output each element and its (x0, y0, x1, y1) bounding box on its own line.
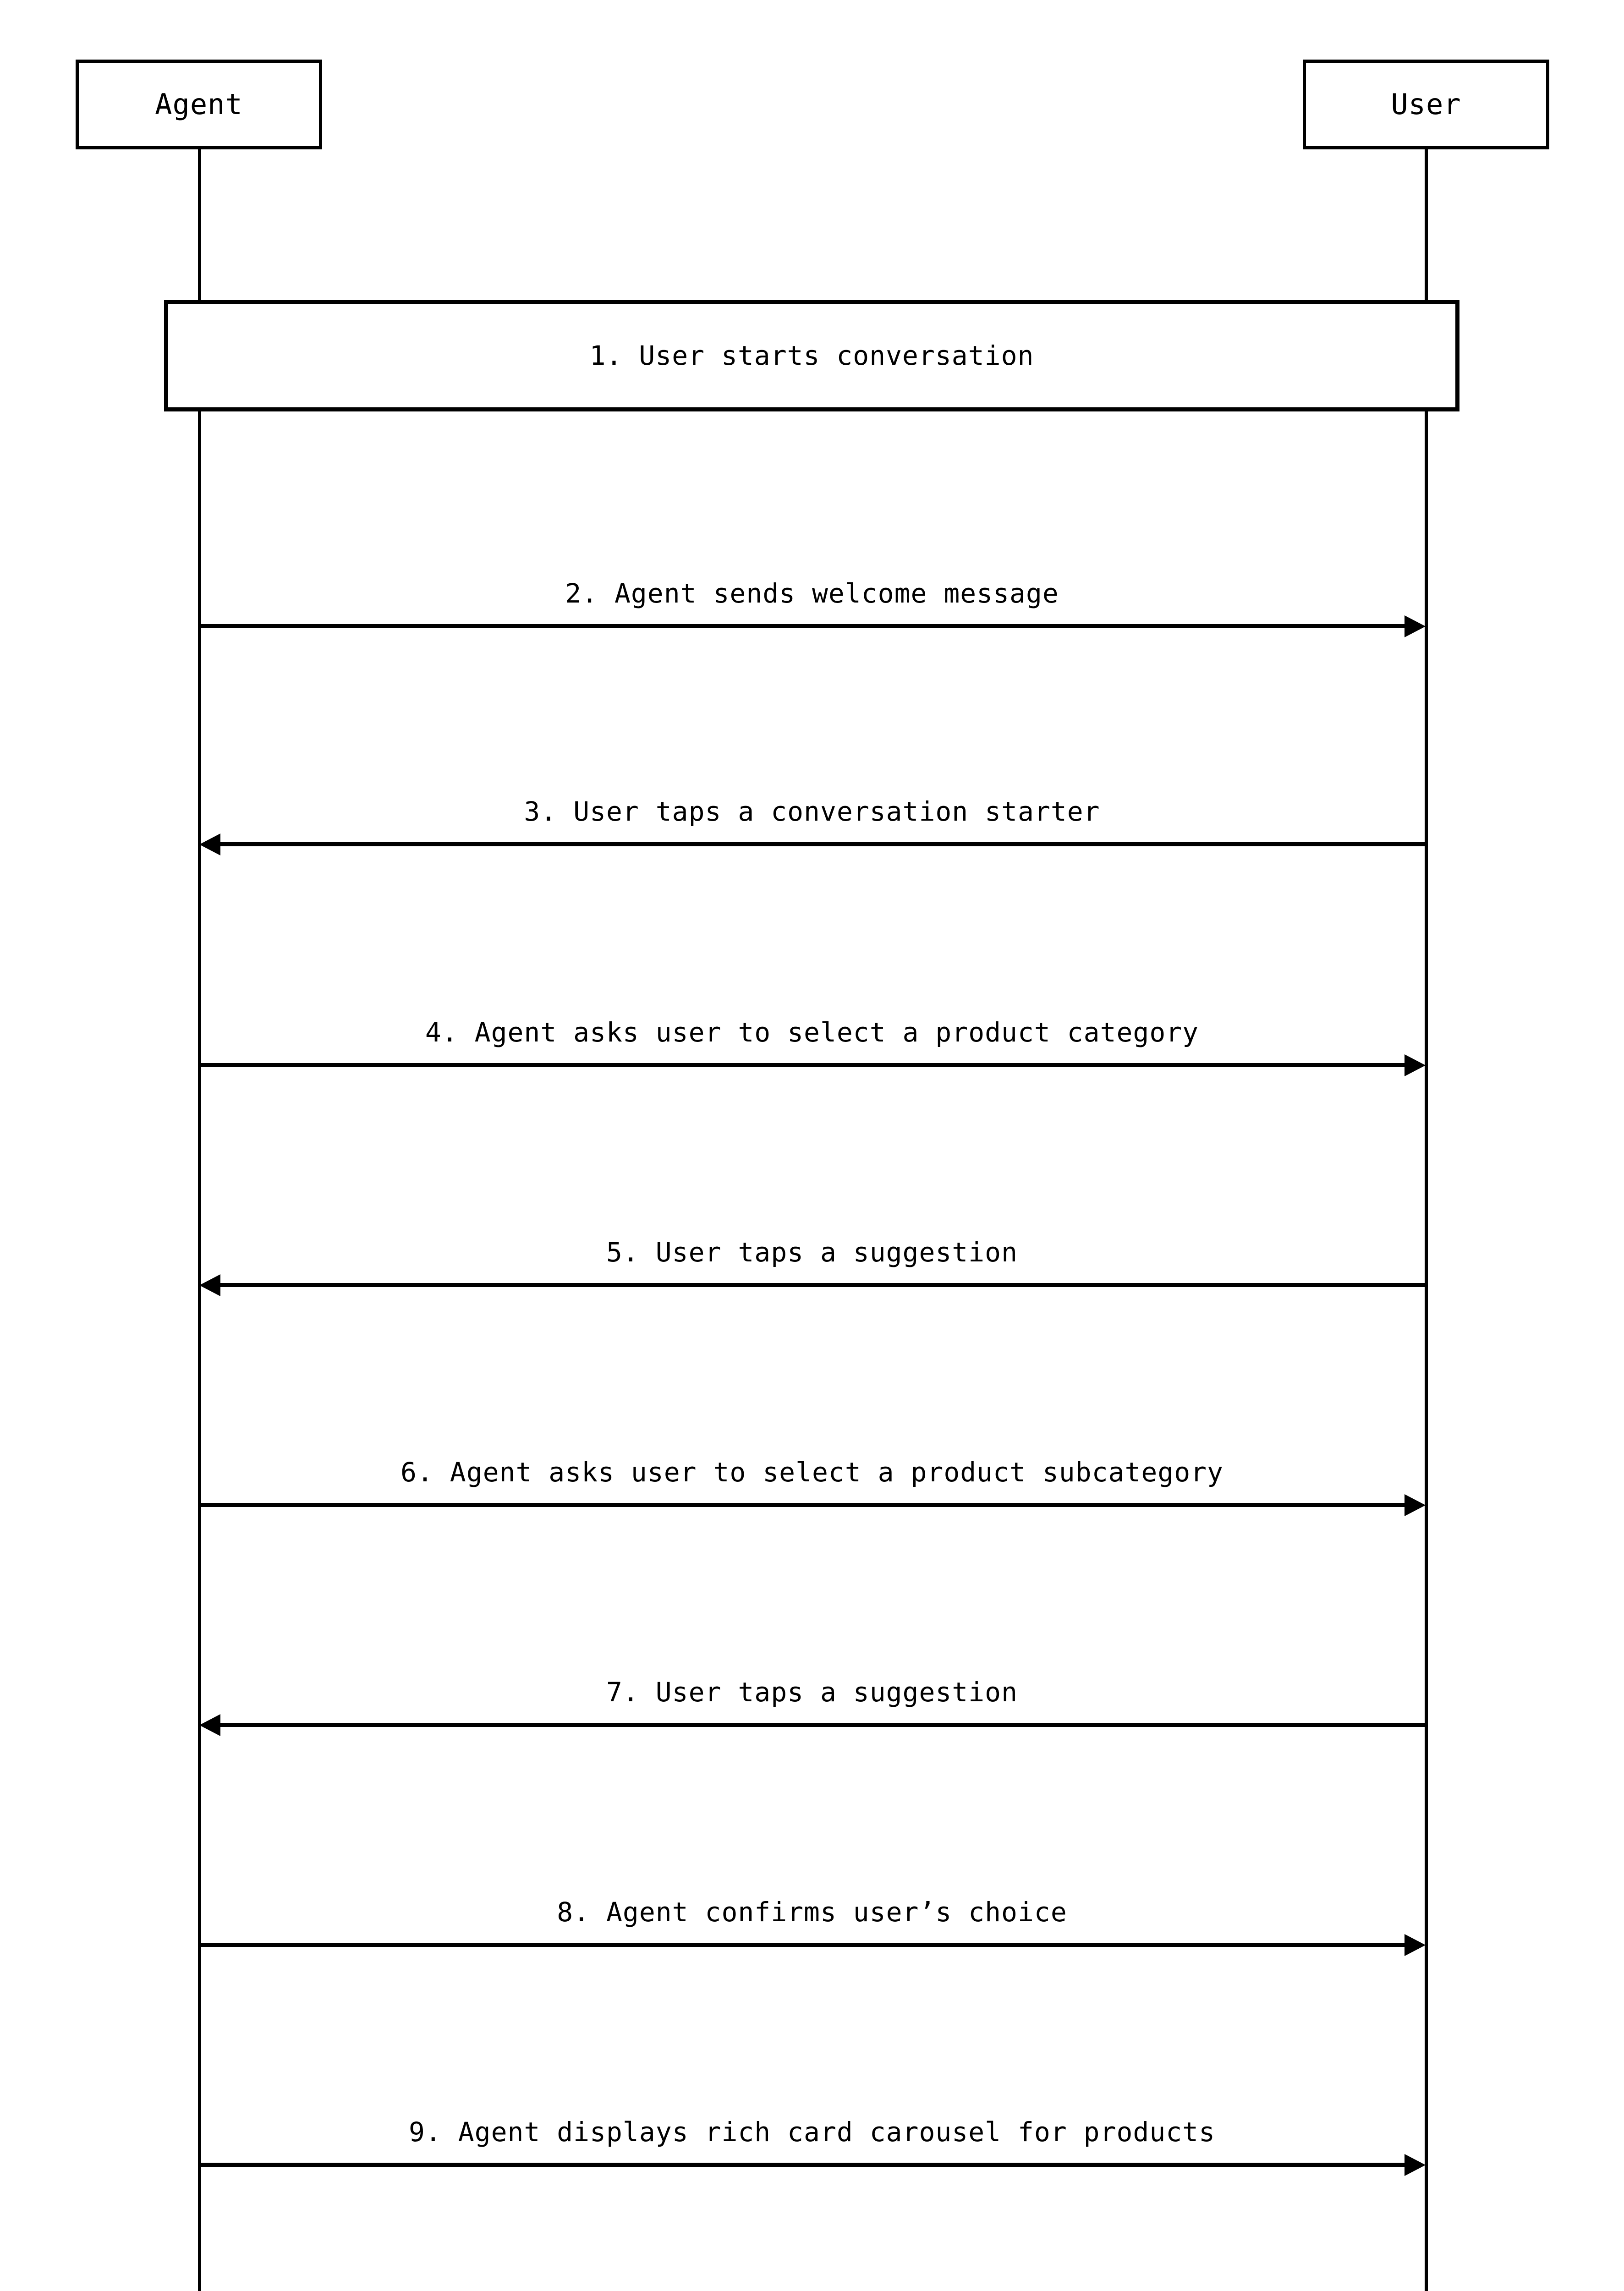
message-line-2 (199, 624, 1405, 628)
arrowhead-right-2 (1405, 615, 1426, 637)
arrowhead-left-7 (199, 1714, 220, 1736)
message-label-6: 6. Agent asks user to select a product s… (401, 1457, 1223, 1488)
actor-label-agent: Agent (155, 88, 243, 121)
message-label-8: 8. Agent confirms user’s choice (557, 1896, 1067, 1928)
message-label-4: 4. Agent asks user to select a product c… (425, 1017, 1199, 1048)
message-label-7: 7. User taps a suggestion (606, 1677, 1018, 1708)
arrowhead-right-4 (1405, 1054, 1426, 1076)
message-line-5 (220, 1283, 1426, 1287)
message-line-9 (199, 2163, 1405, 2167)
arrowhead-right-9 (1405, 2154, 1426, 2176)
actor-label-user: User (1391, 88, 1461, 121)
message-label-1: 1. User starts conversation (589, 340, 1034, 372)
arrowhead-right-8 (1405, 1934, 1426, 1956)
message-line-7 (220, 1723, 1426, 1727)
arrowhead-right-6 (1405, 1494, 1426, 1516)
arrowhead-left-3 (199, 833, 220, 855)
message-label-2: 2. Agent sends welcome message (565, 578, 1059, 609)
message-line-3 (220, 842, 1426, 846)
message-label-5: 5. User taps a suggestion (606, 1237, 1018, 1268)
message-note-1[interactable]: 1. User starts conversation (164, 300, 1459, 411)
actor-head-user[interactable]: User (1303, 60, 1549, 149)
lifeline-user (1425, 149, 1428, 2291)
message-label-9: 9. Agent displays rich card carousel for… (408, 2116, 1216, 2148)
message-label-3: 3. User taps a conversation starter (524, 796, 1100, 827)
actor-head-agent[interactable]: Agent (76, 60, 322, 149)
arrowhead-left-5 (199, 1274, 220, 1296)
message-line-4 (199, 1063, 1405, 1067)
lifeline-agent (198, 149, 201, 2291)
message-line-6 (199, 1503, 1405, 1507)
message-line-8 (199, 1943, 1405, 1947)
